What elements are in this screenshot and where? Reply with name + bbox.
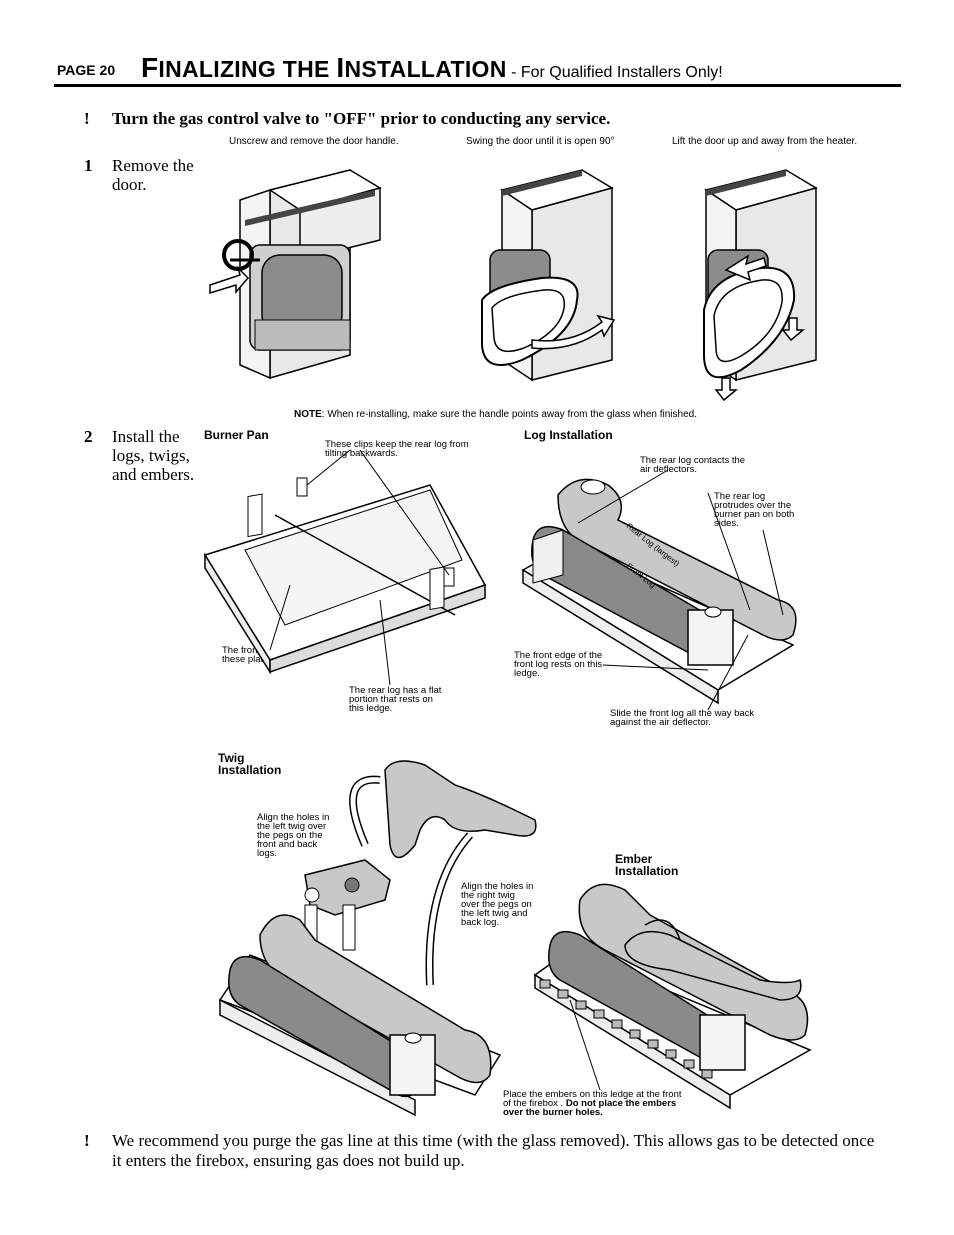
header-rule [54,84,901,87]
callout-slide-front-log: Slide the front log all the way back aga… [610,708,755,728]
log-installation-illustration: Rear Log (largest) Front Log [521,469,797,711]
purge-warning-mark: ! [84,1131,90,1150]
step-2-number: 2 [84,427,93,446]
ember-installation-title: Ember Installation [615,852,679,878]
purge-warning-text: We recommend you purge the gas line at t… [112,1131,875,1170]
callout-left-twig: Align the holes in the left twig over th… [257,812,330,859]
heater-illustration-unscrew [209,169,382,380]
log-installation-title: Log Installation [524,428,613,442]
callout-clips: These clips keep the rear log from tilti… [325,439,469,459]
caption-lift-door: Lift the door up and away from the heate… [672,136,858,147]
burner-pan-title: Burner Pan [204,428,269,442]
callout-front-edge: The front edge of the front log rests on… [514,650,603,679]
callout-embers: Place the embers on this ledge at the fr… [503,1089,688,1118]
title-cap-i: I [336,52,345,83]
note-text: : When re-installing, make sure the hand… [321,409,697,420]
burner-pan-illustration [203,449,487,686]
twig-installation-illustration [218,760,537,1117]
caption-swing-door: Swing the door until it is open 90° [466,136,615,147]
title-part-1: INALIZING THE [158,56,337,82]
title-part-2: NSTALLATION [344,56,507,82]
warning-mark: ! [84,109,90,128]
warning-text: Turn the gas control valve to "OFF" prio… [112,109,611,128]
ember-installation-illustration [533,883,812,1110]
callout-flat-ledge: The rear log has a flat portion that res… [349,685,442,714]
callout-protrudes: The rear log protrudes over the burner p… [714,491,795,529]
caption-unscrew-handle: Unscrew and remove the door handle. [229,136,399,147]
callout-air-deflectors: The rear log contacts the air deflectors… [640,455,746,475]
step-1-text: Remove the door. [112,156,194,194]
page-number: PAGE 20 [57,62,116,78]
twig-installation-title: Twig Installation [218,751,282,777]
heater-illustration-lift [703,169,818,402]
callout-right-twig: Align the holes in the right twig over t… [461,881,534,928]
reinstall-note: NOTE: When re-installing, make sure the … [294,409,697,420]
note-label: NOTE [294,409,322,420]
ember-callout-text: Place the embers on this ledge at the fr… [503,1089,682,1109]
step-2-text: Install the logs, twigs, and embers. [112,427,195,484]
page-subtitle: - For Qualified Installers Only! [506,64,723,81]
step-1-number: 1 [84,156,93,175]
title-cap-f: F [141,52,159,83]
page-title: FINALIZING THE INSTALLATION - For Qualif… [141,52,723,84]
heater-illustration-swing [481,169,616,382]
ember-callout-warning: Do not place the embers over the burner … [503,1098,677,1118]
